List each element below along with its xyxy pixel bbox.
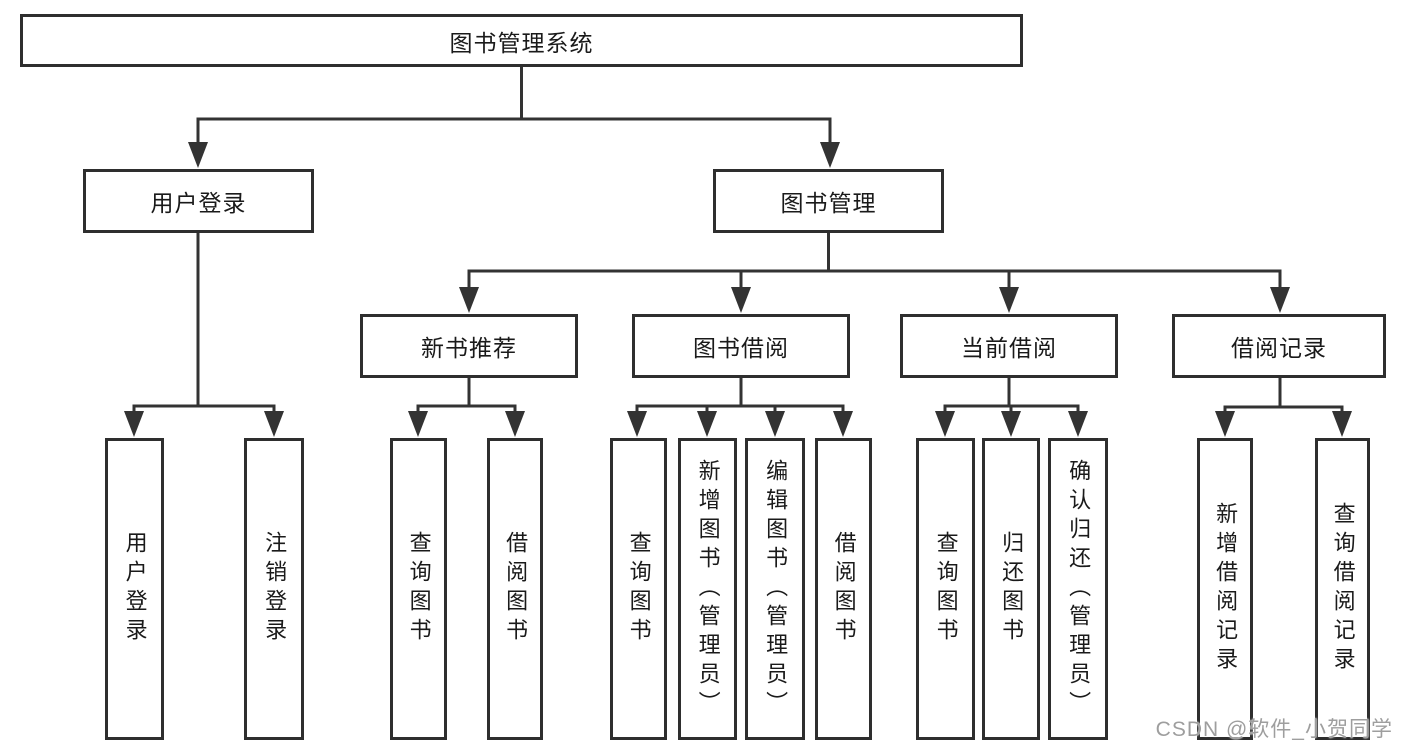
node-root: 图书管理系统 — [20, 14, 1023, 67]
node-current-borrow-label: 当前借阅 — [961, 335, 1057, 361]
leaf-return-book-label: 归还图书 — [999, 531, 1025, 647]
node-root-label: 图书管理系统 — [449, 29, 594, 56]
leaf-logout-label: 注销登录 — [262, 531, 288, 647]
connector-bookmgmt-to-level2 — [467, 233, 1282, 293]
arrowheads — [124, 142, 1352, 437]
leaf-edit-book-admin: 编辑图书（管理员） — [745, 438, 805, 740]
leaf-query-book-1: 查询图书 — [390, 438, 447, 740]
leaf-add-borrow-record: 新增借阅记录 — [1197, 438, 1253, 740]
leaf-query-book-2: 查询图书 — [610, 438, 667, 740]
leaf-borrow-book-2-label: 借阅图书 — [831, 531, 857, 647]
csdn-watermark: CSDN @软件_小贺同学 — [1155, 718, 1393, 741]
node-borrow-record: 借阅记录 — [1172, 314, 1386, 378]
connector-newbook-to-leaves — [416, 378, 517, 416]
node-book-borrow: 图书借阅 — [632, 314, 850, 378]
connector-borrow-to-leaves — [635, 378, 845, 416]
node-current-borrow: 当前借阅 — [900, 314, 1118, 378]
node-book-management: 图书管理 — [713, 169, 944, 233]
node-borrow-record-label: 借阅记录 — [1231, 335, 1327, 361]
leaf-confirm-return-admin-label: 确认归还（管理员） — [1066, 458, 1092, 720]
node-new-book-recommend-label: 新书推荐 — [421, 335, 517, 361]
connector-record-to-leaves — [1223, 378, 1344, 417]
leaf-logout: 注销登录 — [244, 438, 304, 740]
leaf-query-borrow-record-label: 查询借阅记录 — [1330, 502, 1356, 676]
connector-userlogin-to-leaves — [132, 233, 276, 416]
leaf-query-book-3: 查询图书 — [916, 438, 975, 740]
node-book-borrow-label: 图书借阅 — [693, 335, 789, 361]
node-new-book-recommend: 新书推荐 — [360, 314, 578, 378]
leaf-add-borrow-record-label: 新增借阅记录 — [1213, 502, 1239, 676]
leaf-add-book-admin: 新增图书（管理员） — [678, 438, 737, 740]
leaf-confirm-return-admin: 确认归还（管理员） — [1048, 438, 1108, 740]
leaf-borrow-book-1: 借阅图书 — [487, 438, 543, 740]
leaf-query-borrow-record: 查询借阅记录 — [1315, 438, 1370, 740]
leaf-user-login-label: 用户登录 — [122, 531, 148, 647]
leaf-user-login: 用户登录 — [105, 438, 164, 740]
leaf-borrow-book-2: 借阅图书 — [815, 438, 872, 740]
leaf-query-book-1-label: 查询图书 — [406, 531, 432, 647]
node-user-login-label: 用户登录 — [150, 190, 247, 216]
leaf-edit-book-admin-label: 编辑图书（管理员） — [763, 458, 789, 720]
leaf-query-book-2-label: 查询图书 — [626, 531, 652, 647]
leaf-borrow-book-1-label: 借阅图书 — [503, 531, 529, 647]
node-book-management-label: 图书管理 — [780, 190, 877, 216]
leaf-query-book-3-label: 查询图书 — [933, 531, 959, 647]
leaf-return-book: 归还图书 — [982, 438, 1040, 740]
leaf-add-book-admin-label: 新增图书（管理员） — [695, 458, 721, 720]
connector-root-to-level1 — [196, 67, 832, 148]
node-user-login: 用户登录 — [83, 169, 314, 233]
connector-current-to-leaves — [943, 378, 1080, 416]
